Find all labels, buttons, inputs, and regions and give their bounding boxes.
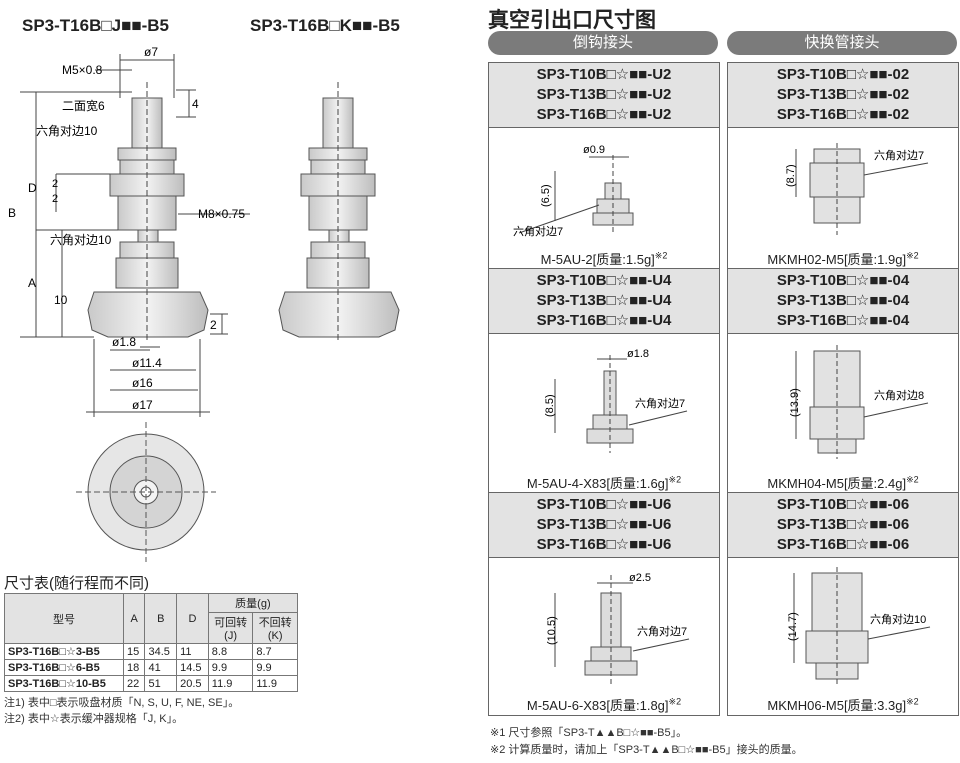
svg-text:2: 2 [52,193,58,205]
title-k-type: SP3-T16B□K■■-B5 [250,16,400,35]
svg-text:二面宽6: 二面宽6 [62,98,105,113]
svg-text:ø7: ø7 [144,45,158,59]
svg-text:2: 2 [210,318,217,332]
svg-text:2: 2 [52,178,58,190]
svg-text:(8.7): (8.7) [785,164,797,187]
col-header-barb: 倒钩接头 [488,31,718,55]
svg-text:(8.5): (8.5) [544,394,556,417]
svg-text:(6.5): (6.5) [540,184,552,207]
svg-text:ø17: ø17 [132,398,153,412]
svg-text:(13.9): (13.9) [789,388,801,417]
section-title: 真空引出口尺寸图 [488,9,656,32]
svg-text:ø2.5: ø2.5 [629,572,651,584]
fitting-u2: ø0.9 (6.5) 六角对边7 [513,144,634,238]
col-header-quick: 快换管接头 [727,31,957,55]
svg-text:D: D [28,181,37,195]
suction-pad-drawing: M5×0.8 ø7 二面宽6 六角对边10 4 D B A 2 2 M8×0.7… [8,45,400,562]
fitting-02: (8.7) 六角对边7 [785,143,929,235]
fitting-u6: ø2.5 (10.5) 六角对边7 [546,572,690,685]
svg-text:六角对边7: 六角对边7 [635,396,685,410]
title-j-type: SP3-T16B□J■■-B5 [22,16,170,35]
svg-text:(10.5): (10.5) [546,616,558,645]
fitting-06: (14.7) 六角对边10 [787,567,931,685]
svg-text:ø0.9: ø0.9 [583,144,605,156]
svg-text:六角对边10: 六角对边10 [870,612,926,626]
note-1: 注1) 表中□表示吸盘材质「N, S, U, F, NE, SE」。 [4,697,240,709]
footnote-1: ※1 尺寸参照「SP3-T▲▲B□☆■■-B5」。 [490,727,688,739]
svg-text:六角对边7: 六角对边7 [637,624,687,638]
svg-text:ø16: ø16 [132,376,153,390]
table-title: 尺寸表(随行程而不同) [4,575,149,592]
footnote-2: ※2 计算质量时，请加上「SP3-T▲▲B□☆■■-B5」接头的质量。 [490,744,803,756]
k-type-body [278,97,400,338]
svg-text:10: 10 [54,293,68,307]
note-2: 注2) 表中☆表示缓冲器规格「J, K」。 [4,713,184,725]
dimension-table: 型号 A B D 质量(g) 可回转 (J) 不回转 (K) SP3-T16B□… [4,593,299,692]
svg-text:ø1.8: ø1.8 [627,348,649,360]
svg-text:六角对边10: 六角对边10 [36,124,98,138]
bottom-view [76,422,216,562]
svg-text:B: B [8,206,16,220]
svg-text:ø1.8: ø1.8 [112,335,136,349]
svg-text:(14.7): (14.7) [787,612,799,641]
svg-text:M5×0.8: M5×0.8 [62,63,103,77]
svg-text:4: 4 [192,97,199,111]
svg-text:六角对边8: 六角对边8 [874,388,924,402]
svg-text:六角对边7: 六角对边7 [874,148,924,162]
fitting-04: (13.9) 六角对边8 [789,345,929,459]
svg-text:六角对边10: 六角对边10 [50,233,112,247]
svg-text:六角对边7: 六角对边7 [513,224,563,238]
svg-text:M8×0.75: M8×0.75 [198,207,245,221]
fitting-u4: ø1.8 (8.5) 六角对边7 [544,348,688,453]
svg-text:ø11.4: ø11.4 [132,356,162,370]
j-type-body [87,97,209,338]
svg-text:A: A [28,276,36,290]
